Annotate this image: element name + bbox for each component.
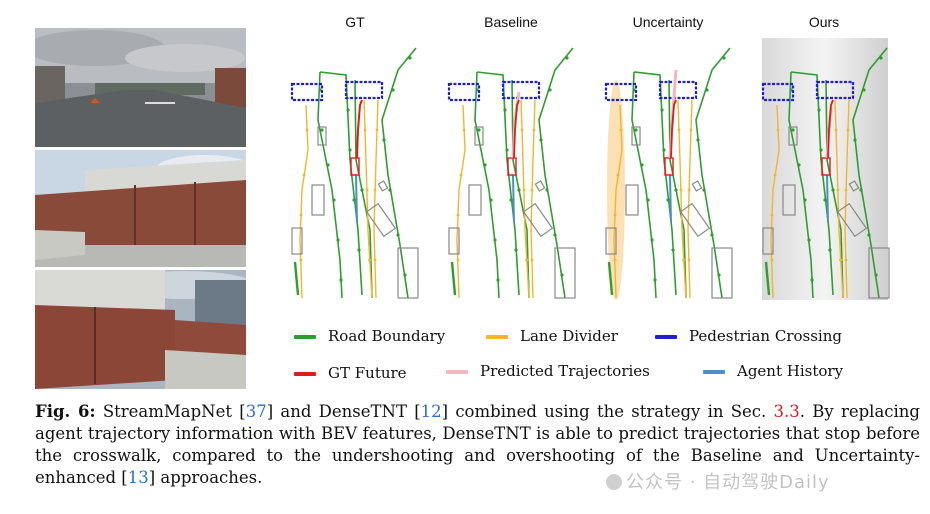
legend-swatch-icon xyxy=(294,372,316,376)
legend-lane-divider: Lane Divider xyxy=(486,327,618,345)
legend-swatch-icon xyxy=(655,335,677,339)
caption-label: Fig. 6: xyxy=(35,402,96,421)
legend-swatch-icon xyxy=(486,335,508,339)
legend-swatch-icon xyxy=(446,370,468,374)
citation-link[interactable]: 13 xyxy=(127,468,149,487)
panel-title-baseline: Baseline xyxy=(484,14,538,30)
camera-image-front xyxy=(35,28,246,147)
citation-link[interactable]: 37 xyxy=(245,402,267,421)
figure-caption: Fig. 6: StreamMapNet [37] and DenseTNT [… xyxy=(35,402,920,487)
legend-gt-future: GT Future xyxy=(294,364,407,382)
legend-agent-history: Agent History xyxy=(703,362,843,380)
wechat-icon xyxy=(606,474,622,490)
legend-swatch-icon xyxy=(294,335,316,339)
camera-image-right xyxy=(35,270,246,389)
legend-predicted-trajectories: Predicted Trajectories xyxy=(446,362,650,380)
section-link[interactable]: 3.3 xyxy=(773,402,800,421)
panel-title-uncertainty: Uncertainty xyxy=(632,14,704,30)
legend-swatch-icon xyxy=(703,370,725,374)
panel-title-gt: GT xyxy=(345,14,365,30)
legend-road-boundary: Road Boundary xyxy=(294,327,445,345)
bev-map-panels xyxy=(290,38,891,300)
citation-link[interactable]: 12 xyxy=(420,402,442,421)
panel-title-ours: Ours xyxy=(808,14,840,30)
legend-pedestrian-crossing: Pedestrian Crossing xyxy=(655,327,842,345)
camera-image-left xyxy=(35,150,246,267)
watermark: 公众号 · 自动驾驶Daily xyxy=(606,468,830,494)
